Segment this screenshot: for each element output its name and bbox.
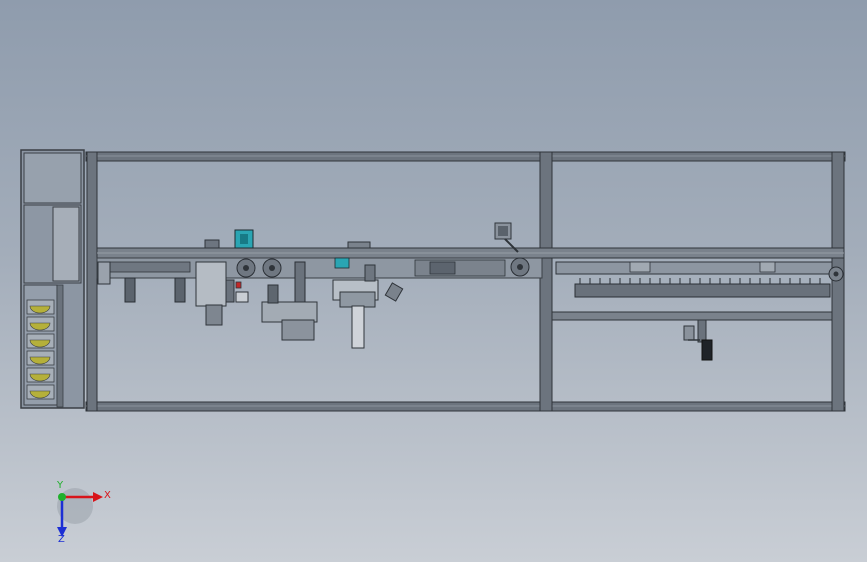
drive-rollers bbox=[236, 257, 530, 278]
roller-hub bbox=[517, 264, 523, 270]
right-conveyor bbox=[555, 261, 833, 298]
magazine-part bbox=[29, 390, 51, 399]
left-station bbox=[97, 239, 249, 326]
central-mechanism bbox=[261, 261, 318, 341]
z-axis-arrow bbox=[57, 497, 67, 537]
end-roller bbox=[828, 266, 844, 282]
roller-hub bbox=[269, 265, 275, 271]
y-axis-marker bbox=[58, 493, 66, 501]
magazine-part bbox=[29, 305, 51, 314]
drive-motor bbox=[347, 222, 519, 253]
magazine-part bbox=[29, 373, 51, 382]
y-axis-label: Y bbox=[56, 480, 64, 491]
conveyor-belt bbox=[96, 257, 543, 279]
magazine-part bbox=[29, 339, 51, 348]
conveyor-fingers bbox=[579, 278, 821, 284]
magazine-part bbox=[29, 356, 51, 365]
x-axis-label: X bbox=[104, 490, 111, 501]
sensor-module bbox=[234, 229, 350, 269]
x-axis-arrow bbox=[62, 492, 103, 502]
roller-hub bbox=[243, 265, 249, 271]
main-frame bbox=[85, 151, 846, 412]
magazine-part bbox=[29, 322, 51, 331]
coordinate-triad: X Y Z bbox=[56, 480, 111, 545]
gripper-unit bbox=[683, 319, 713, 361]
magazine-parts bbox=[26, 299, 55, 400]
rotary-head bbox=[332, 264, 404, 349]
z-axis-label: Z bbox=[58, 534, 65, 545]
